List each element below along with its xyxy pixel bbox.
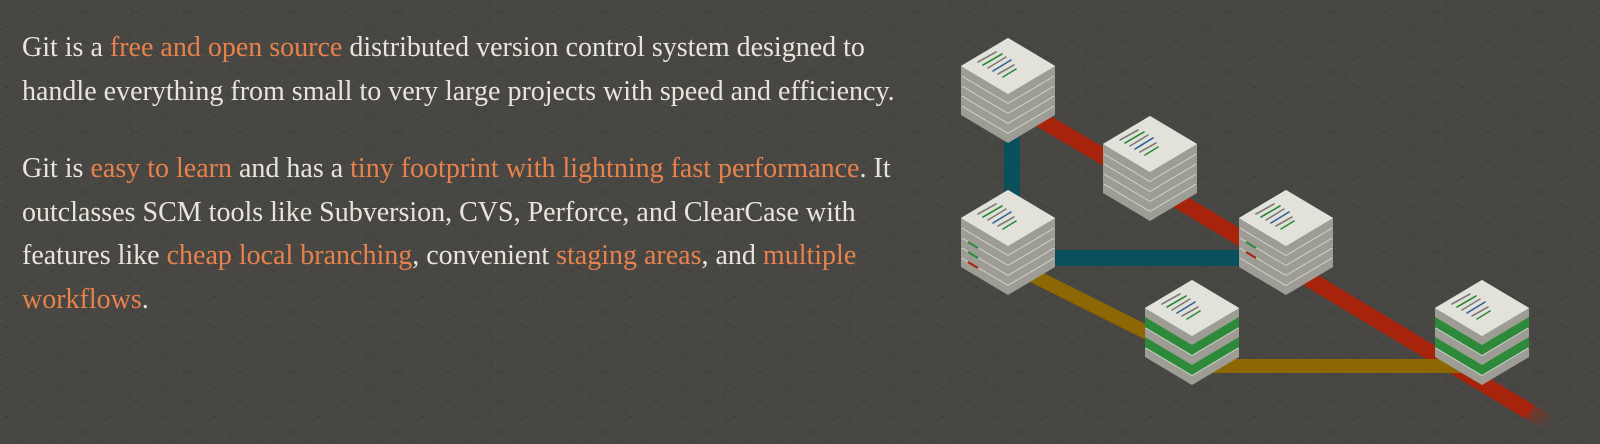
intro-p2-mid1: and has a xyxy=(231,153,351,184)
intro-p2-mid2: . It outclasses SCM tools like Subversio… xyxy=(22,153,891,271)
intro-p2-end: . xyxy=(141,283,149,315)
tiny-footprint-link[interactable]: tiny footprint with lightning fast perfo… xyxy=(350,153,860,184)
intro-p2-lead: Git is xyxy=(22,153,91,184)
intro-p2-mid3: , convenient xyxy=(412,240,557,271)
intro-p1-rest: distributed version control system desig… xyxy=(22,32,895,107)
intro-p2-mid4: , and xyxy=(701,240,763,271)
branch-gold-line xyxy=(1010,259,1480,373)
branching-diagram xyxy=(950,20,1555,431)
commit-stack-icon xyxy=(961,190,1055,295)
intro-paragraph-2: Git is easy to learn and has a tiny foot… xyxy=(22,147,932,321)
multiple-workflows-link[interactable]: multiple workflows xyxy=(22,240,857,315)
intro-text: Git is a free and open source distribute… xyxy=(22,26,932,355)
cheap-local-branching-link[interactable]: cheap local branching xyxy=(166,240,413,271)
free-open-source-link[interactable]: free and open source xyxy=(109,32,343,63)
intro-p1-lead: Git is a xyxy=(22,32,110,63)
commit-stack-icon xyxy=(1239,190,1333,295)
intro-paragraph-1: Git is a free and open source distribute… xyxy=(22,26,932,113)
easy-to-learn-link[interactable]: easy to learn xyxy=(90,153,232,184)
staging-areas-link[interactable]: staging areas xyxy=(556,240,702,271)
